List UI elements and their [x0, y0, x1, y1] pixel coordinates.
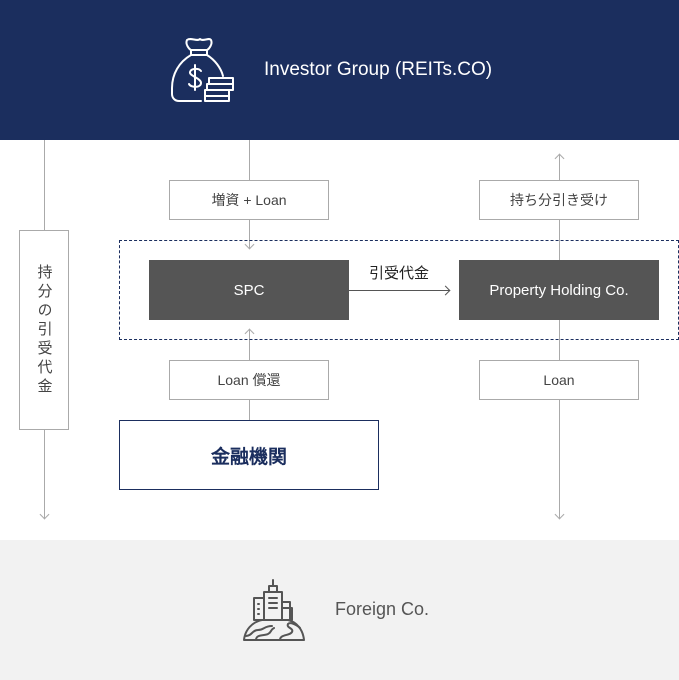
transfer-payment-label: 引受代金: [368, 265, 429, 282]
property-holding-box: Property Holding Co.: [459, 260, 659, 320]
financial-institution-label: 金融機関: [210, 446, 287, 468]
arrow-down-icon: [554, 509, 565, 520]
financial-institution-box: 金融機関: [119, 420, 379, 490]
spc-box: SPC: [149, 260, 349, 320]
city-globe-icon: [243, 579, 305, 641]
connector-left-top: [44, 140, 45, 230]
foreign-band: [0, 540, 679, 680]
capital-plus-loan-label: 増資 + Loan: [169, 180, 329, 220]
loan-repayment-label: Loan 償還: [169, 360, 329, 400]
connector-left-bottom: [44, 430, 45, 518]
investor-band: [0, 0, 679, 140]
equity-takeover-label: 持ち分引き受け: [479, 180, 639, 220]
equity-payment-text: 持分の引受代金: [35, 263, 53, 397]
foreign-co-title: Foreign Co.: [335, 599, 430, 619]
connector-right: [559, 155, 560, 518]
transfer-arrow-line: [349, 290, 449, 291]
money-bag-icon: [171, 38, 234, 102]
investor-group-title: Investor Group (REITs.CO): [264, 59, 493, 80]
arrow-up-icon: [554, 153, 565, 164]
arrow-down-icon: [39, 509, 50, 520]
equity-payment-label: 持分の引受代金: [19, 230, 69, 430]
loan-label: Loan: [479, 360, 639, 400]
